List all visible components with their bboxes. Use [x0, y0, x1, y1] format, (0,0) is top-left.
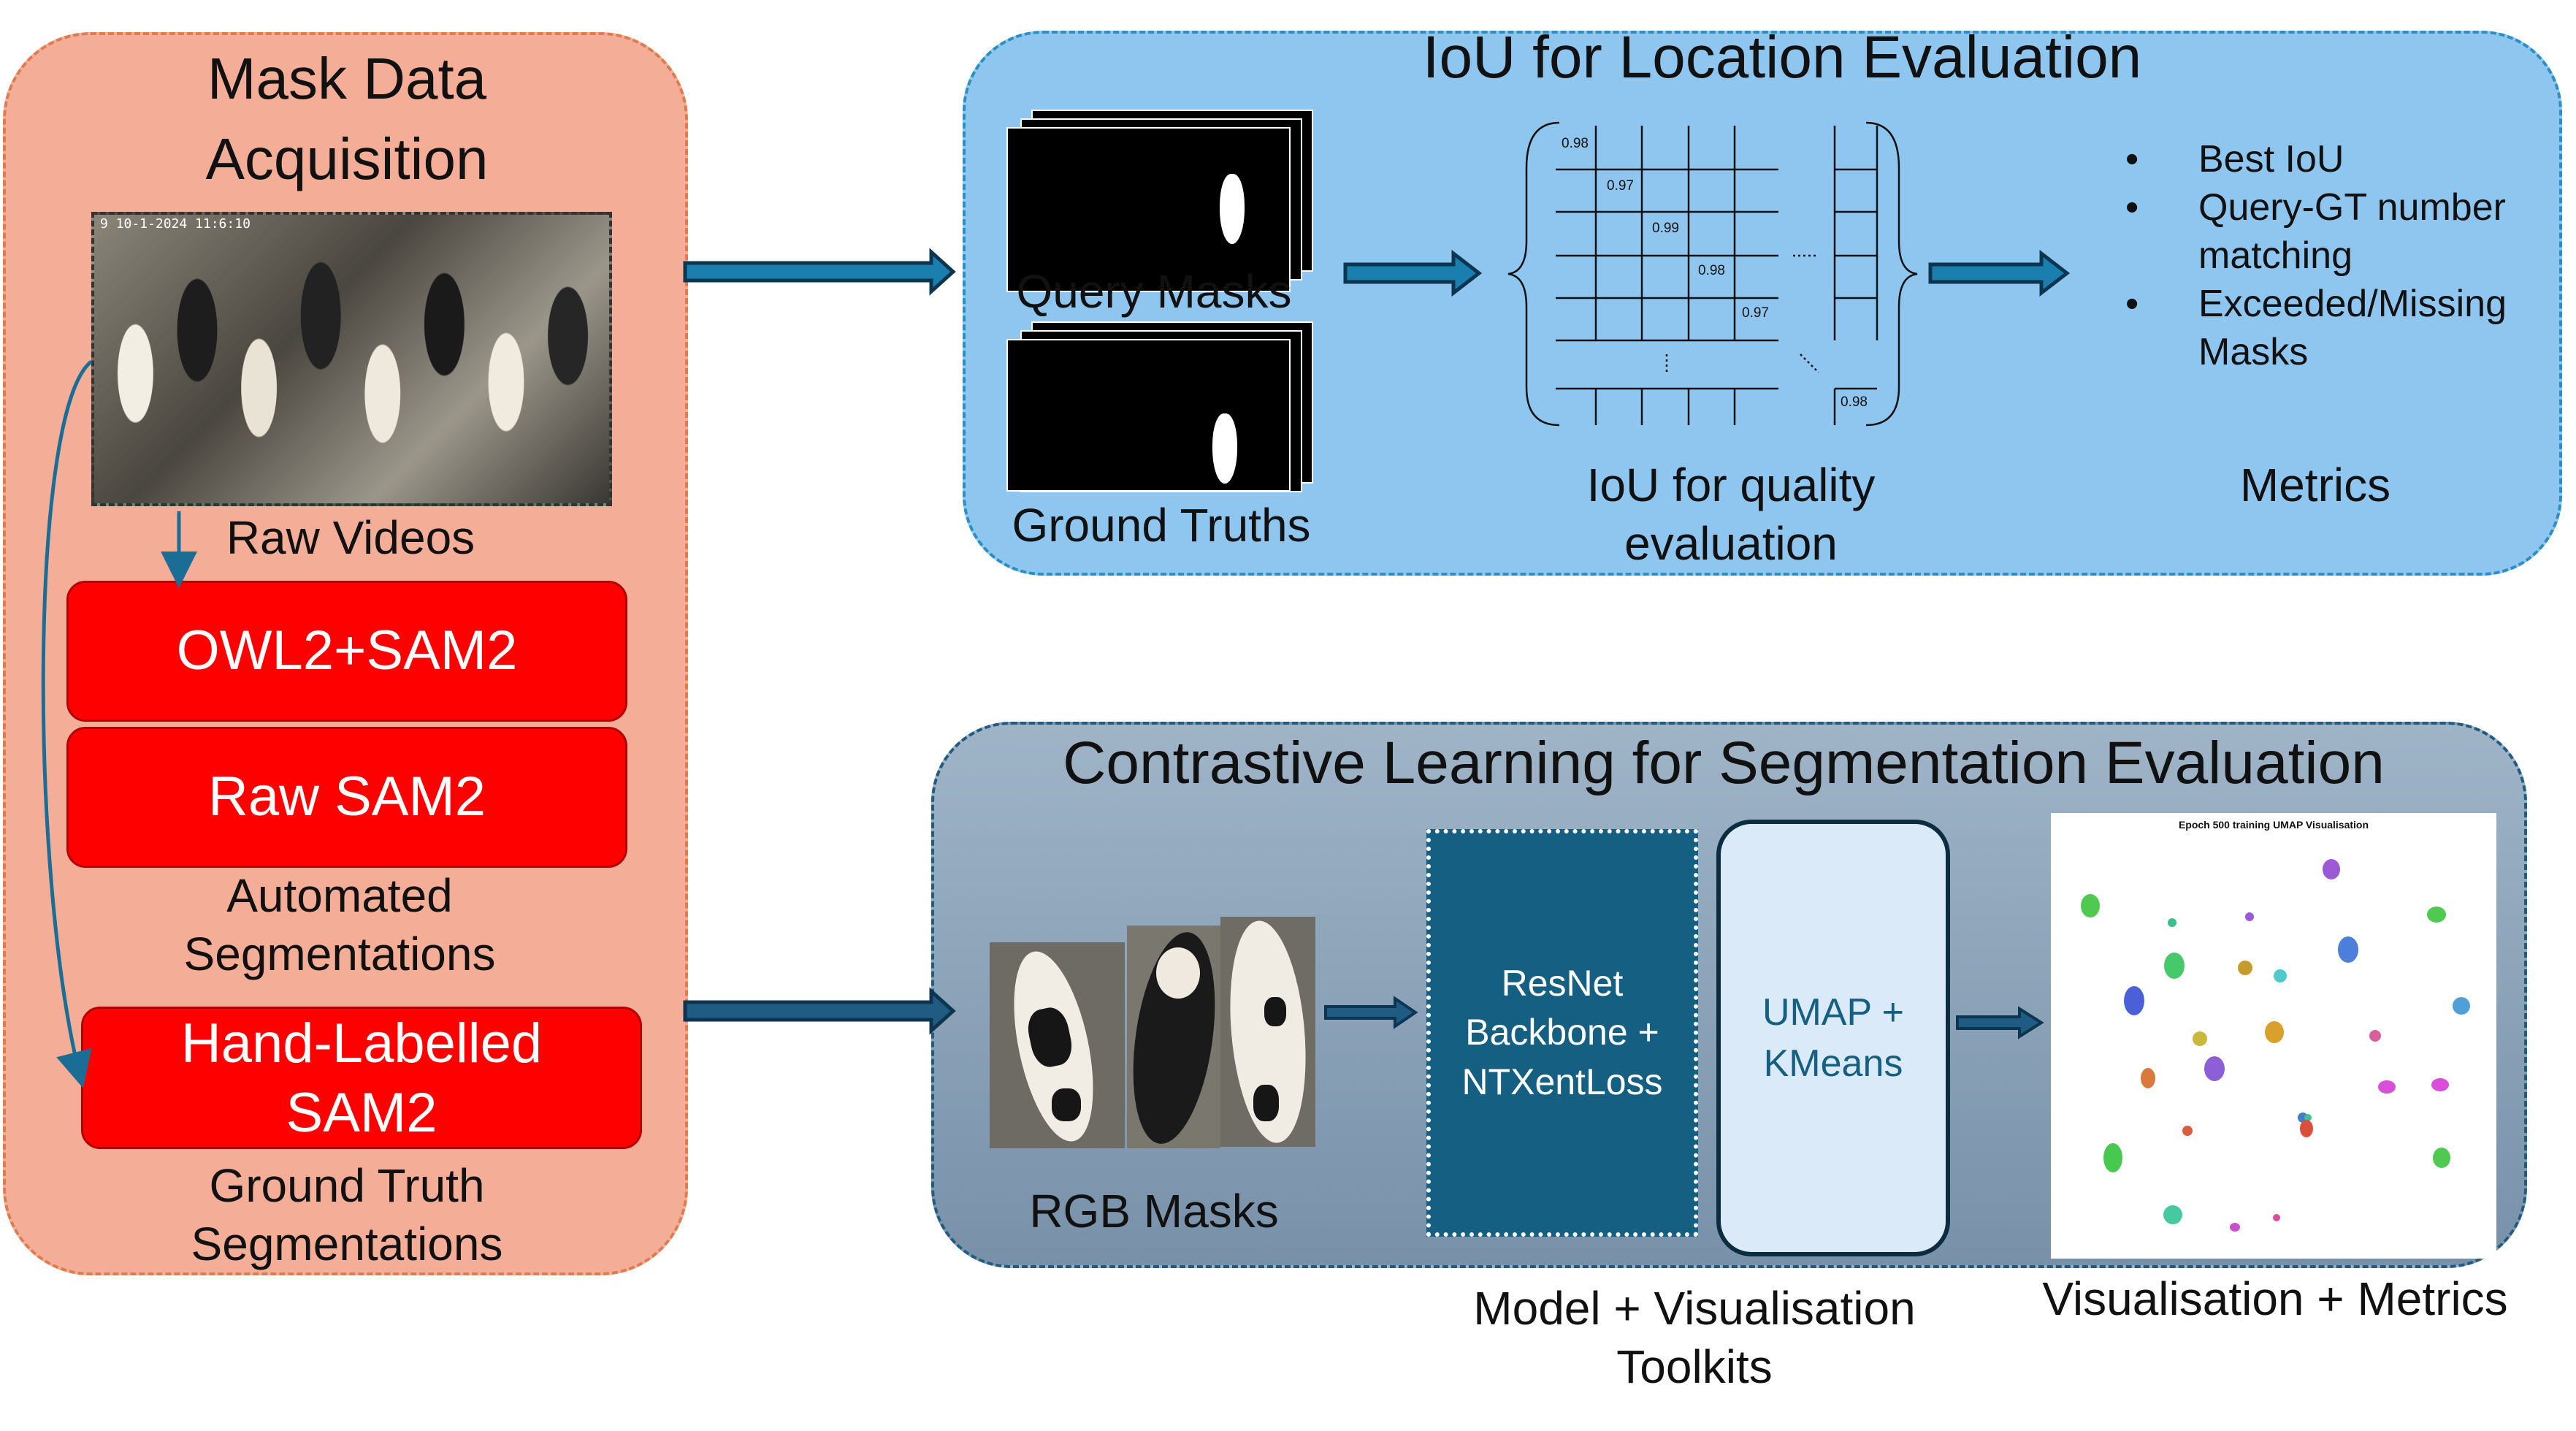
ground-truths-label: Ground Truths	[1012, 499, 1311, 552]
automated-label-line1: Automated	[226, 869, 453, 922]
gt-mask-front	[1006, 339, 1291, 492]
umap-line1: UMAP +	[1762, 991, 1905, 1034]
umap-kmeans-box: UMAP + KMeans	[1716, 820, 1950, 1256]
iou-matrix-values: 0.98 0.97 0.99 0.98 0.97 0.98	[1562, 136, 1868, 410]
metrics-label: Metrics	[2239, 459, 2391, 511]
owl2-sam2-box: OWL2+SAM2	[66, 581, 627, 722]
resnet-line3: NTXentLoss	[1461, 1061, 1663, 1102]
acquisition-title-line2: Acquisition	[205, 126, 489, 191]
hand-labelled-line1: Hand-Labelled	[180, 1012, 543, 1075]
acquisition-to-contrastive-arrow	[683, 987, 956, 1035]
resnet-backbone-box: ResNet Backbone + NTXentLoss	[1426, 829, 1698, 1237]
iou-panel-title: IoU for Location Evaluation	[1422, 24, 2142, 91]
raw-video-thumbnail: 9 10-1-2024 11:6:10	[91, 212, 612, 506]
query-mask-front	[1006, 127, 1291, 292]
rgb-mask-crop-2	[1127, 926, 1220, 1148]
metric-item-1: •Best IoU	[2125, 138, 2344, 180]
crops-to-resnet-arrow	[1324, 996, 1418, 1029]
iou-quality-label-line2: evaluation	[1624, 517, 1838, 570]
video-timestamp: 9 10-1-2024 11:6:10	[100, 216, 251, 232]
umap-line2: KMeans	[1763, 1042, 1903, 1085]
resnet-line1: ResNet	[1501, 962, 1624, 1004]
automated-label-line2: Segmentations	[183, 928, 496, 980]
contrastive-panel-title: Contrastive Learning for Segmentation Ev…	[1063, 730, 2385, 796]
rgb-masks-label: RGB Masks	[1029, 1185, 1279, 1237]
model-toolkits-label-line1: Model + Visualisation	[1473, 1282, 1916, 1335]
acquisition-title-line1: Mask Data	[207, 46, 487, 111]
raw-videos-label: Raw Videos	[226, 511, 475, 564]
raw-sam2-box: Raw SAM2	[66, 727, 627, 868]
query-masks-label: Query Masks	[1016, 265, 1292, 318]
ground-truth-label-line2: Segmentations	[191, 1218, 503, 1270]
resnet-line2: Backbone +	[1465, 1012, 1659, 1053]
iou-value-5: 0.97	[1742, 305, 1769, 321]
masks-to-matrix-arrow	[1343, 249, 1483, 297]
iou-value-1: 0.98	[1562, 136, 1589, 151]
rgb-mask-crop-3	[1220, 917, 1315, 1147]
video-to-hand-labelled-arrow	[41, 360, 93, 1088]
umap-to-plot-arrow	[1956, 1006, 2044, 1039]
acquisition-to-iou-arrow	[683, 248, 956, 296]
ground-truth-label-line1: Ground Truth	[209, 1159, 485, 1212]
iou-value-3: 0.99	[1652, 221, 1679, 236]
iou-value-2: 0.97	[1607, 178, 1634, 194]
iou-value-6: 0.98	[1841, 394, 1868, 410]
iou-quality-label-line1: IoU for quality	[1586, 459, 1876, 511]
model-toolkits-label-line2: Toolkits	[1616, 1340, 1773, 1393]
visualisation-metrics-label: Visualisation + Metrics	[2042, 1272, 2508, 1325]
iou-matrix	[1507, 121, 1918, 427]
umap-plot-title: Epoch 500 training UMAP Visualisation	[2178, 819, 2369, 831]
iou-value-4: 0.98	[1698, 263, 1725, 278]
matrix-to-metrics-arrow	[1928, 249, 2071, 297]
hand-labelled-sam2-box: Hand-Labelled SAM2	[81, 1007, 642, 1149]
hand-labelled-line2: SAM2	[286, 1081, 437, 1144]
rgb-mask-crop-1	[990, 942, 1125, 1148]
umap-clusters	[2081, 859, 2470, 1232]
